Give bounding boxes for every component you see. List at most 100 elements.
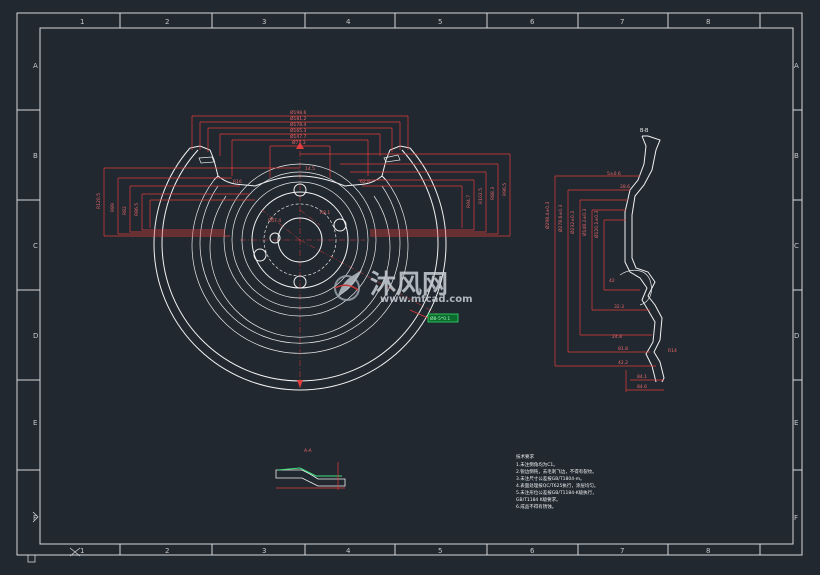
dim-h5: 24.8 [612,334,622,340]
dim-rr1: R96.5 [502,183,508,196]
notes-line-2: 2.锐边倒钝，去毛刺飞边，不得有裂纹。 [516,468,597,475]
profile-outer-line [631,135,665,383]
dim-h8: 42.2 [618,360,628,366]
dim-v2: Ø278.6±0.3 [557,205,564,232]
col-label-2-top: 2 [165,18,169,26]
dim-h1: 5±0.6 [607,171,621,177]
row-label-a-left: A [33,62,38,70]
hub-flange-circle [241,181,359,299]
bolt-hole-2 [333,218,347,232]
left-tab-slot [198,156,215,164]
stamp-label-text: Ø8-5*0.1 [430,315,450,322]
front-diameter-dimensions [191,115,409,178]
left-mount-tab [189,145,219,181]
row-label-b-right: B [794,152,799,160]
col-label-4-bottom: 4 [346,547,351,555]
dim-rl4: R86.5 [134,203,140,216]
radial-center-line-2 [261,209,301,241]
corner-cross-mark [69,547,81,557]
dim-v4: Ø148.2±0.3 [581,209,588,236]
bolt-hole-1 [293,183,307,197]
dim-h9: 84.1 [637,374,647,380]
col-label-6-bottom: 6 [530,547,535,555]
notes-line-6: GB/T1184 K级要求。 [516,496,561,503]
shield-mid-arc-2 [199,185,401,344]
right-mount-tab [381,145,411,181]
row-label-d-left: D [33,332,38,340]
col-label-1-bottom: 1 [80,547,84,555]
dim-h2: 28.6 [620,184,630,190]
dim-h4: 32.3 [614,304,624,310]
dim-rl1: R120.5 [96,193,102,209]
watermark-brand-cn: 沐风网 [370,270,448,300]
dim-d1: Ø198.6 [290,109,307,116]
dim-rl3: R82 [122,206,128,215]
row-label-f-left: F [33,514,37,522]
section-line [299,239,446,319]
dim-rr2: R88.3 [490,187,496,200]
bolt-hole-5 [269,232,281,244]
dim-c3: 14.5 [305,166,315,172]
front-right-radius-dimensions [300,153,511,237]
dim-c4: R67.4 [268,218,281,224]
notes-line-5: 5.未注形位公差按GB/T1184-K级执行， [516,489,597,496]
corner-arrow-mark [32,511,39,523]
section-label-bb: B-B [640,128,649,134]
row-label-e-left: E [33,419,37,427]
side-vertical-dimensions [554,175,656,367]
col-label-7-top: 7 [620,18,624,26]
hub-bore [277,217,323,263]
dim-rr4: R94.7 [466,195,472,208]
dim-h10: 84.6 [637,384,647,390]
section-arrow-bottom [297,380,303,388]
row-label-a-right: A [794,62,799,70]
row-label-c-left: C [33,242,38,250]
bolt-hole-3 [293,275,307,289]
watermark-logo-icon [334,270,362,301]
section-arrow-top [296,142,304,149]
dim-d6: Ø77.3 [292,139,306,146]
corner-square-mark [27,554,36,563]
col-label-5-top: 5 [438,18,442,26]
notes-title: 技术要求 [516,453,534,460]
row-label-b-left: B [33,152,38,160]
shield-inner-arc [209,195,391,338]
dim-rl2: R89 [110,203,116,212]
dim-c5: R8.1 [320,210,330,216]
col-label-3-bottom: 3 [262,547,266,555]
dim-h7: 81.8 [618,346,628,352]
section-aa-view [275,462,346,490]
bolt-hole-4 [253,248,267,262]
technical-notes: 技术要求 1.未注倒角均为C1。 2.锐边倒钝，去毛刺飞边，不得有裂纹。 3.未… [516,453,598,510]
hub-step-circle-2 [223,163,377,317]
col-label-7-bottom: 7 [620,547,624,555]
profile-curl [619,269,652,306]
radial-center-line [299,209,321,226]
row-label-d-right: D [794,332,799,340]
col-label-6-top: 6 [530,18,535,26]
shield-mid-arc [191,179,409,354]
shield-top-cutout [217,175,383,187]
dim-v3: Ø232±0.3 [569,211,576,234]
dim-v1: Ø298.4±0.3 [544,202,551,229]
watermark-brand-url: www.mfcad.com [380,294,473,305]
front-left-radius-dimensions [103,167,300,237]
dim-d2: Ø181.2 [290,115,307,122]
notes-line-3: 3.未注尺寸公差按GB/T1804-m。 [516,475,585,482]
stamp-leader-line [409,309,429,319]
col-label-8-top: 8 [706,18,710,26]
dim-h3: 42 [609,278,615,284]
shield-outer-arc [153,147,447,391]
notes-line-7: 6.成品不得有锈蚀。 [516,503,556,510]
dim-c1: R16 [233,179,242,185]
section-label-aa: A-A [304,448,313,454]
notes-line-4: 4.表面处理按QC/T625执行，涂层均匀。 [516,482,598,489]
inner-border [39,27,794,545]
dim-v5: Ø120.1±0.3 [593,211,600,238]
hub-step-circle [231,171,369,309]
notes-line-1: 1.未注倒角均为C1。 [516,461,558,468]
col-label-2-bottom: 2 [165,547,169,555]
watermark: 沐风网 www.mfcad.com [334,270,473,305]
